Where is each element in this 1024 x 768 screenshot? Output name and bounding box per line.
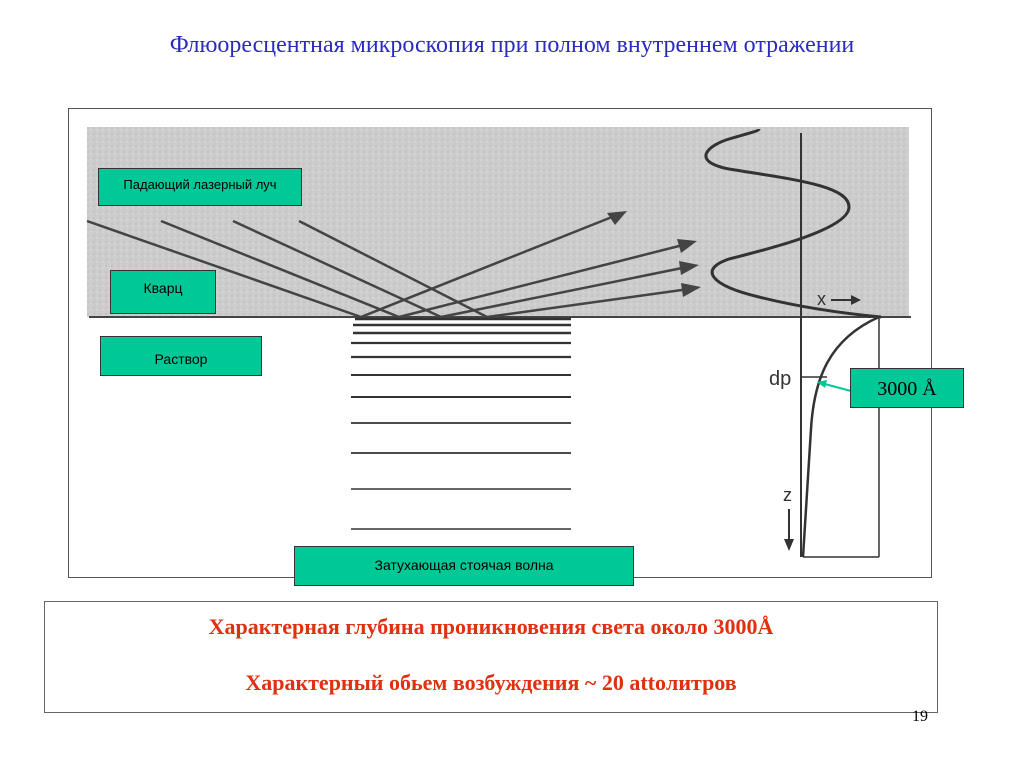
diagram-svg: x dp z bbox=[86, 127, 911, 558]
penetration-depth-text: Характерная глубина проникновения света … bbox=[208, 614, 774, 639]
reflected-beams bbox=[360, 213, 690, 319]
standing-wave-lines bbox=[351, 317, 571, 530]
quartz-region bbox=[87, 127, 909, 317]
axis-z-arrow bbox=[784, 539, 794, 551]
intensity-wave bbox=[704, 128, 882, 319]
reflected-arrowheads bbox=[607, 211, 701, 297]
decay-curve bbox=[801, 315, 880, 558]
label-quartz: Кварц bbox=[110, 270, 216, 314]
label-evanescent-wave: Затухающая стоячая волна bbox=[294, 546, 634, 586]
excitation-volume-text: Характерный обьем возбуждения ~ 20 attoл… bbox=[245, 670, 737, 695]
axis-x-label: x bbox=[817, 289, 826, 309]
dp-label: dp bbox=[769, 368, 791, 390]
tirf-diagram: x dp z bbox=[68, 108, 932, 578]
axis-x-arrow bbox=[851, 295, 861, 305]
info-box: Характерная глубина проникновения света … bbox=[44, 601, 938, 713]
slide-title: Флюоресцентная микроскопия при полном вн… bbox=[169, 32, 855, 58]
label-solution: Раствор bbox=[100, 336, 262, 376]
axis-z-label: z bbox=[783, 485, 792, 505]
incident-beams bbox=[86, 219, 488, 319]
label-depth-value: 3000 Å bbox=[850, 368, 964, 408]
page-number: 19 bbox=[912, 708, 928, 725]
label-laser-beam: Падающий лазерный луч bbox=[98, 168, 302, 206]
depth-pointer bbox=[820, 382, 852, 392]
